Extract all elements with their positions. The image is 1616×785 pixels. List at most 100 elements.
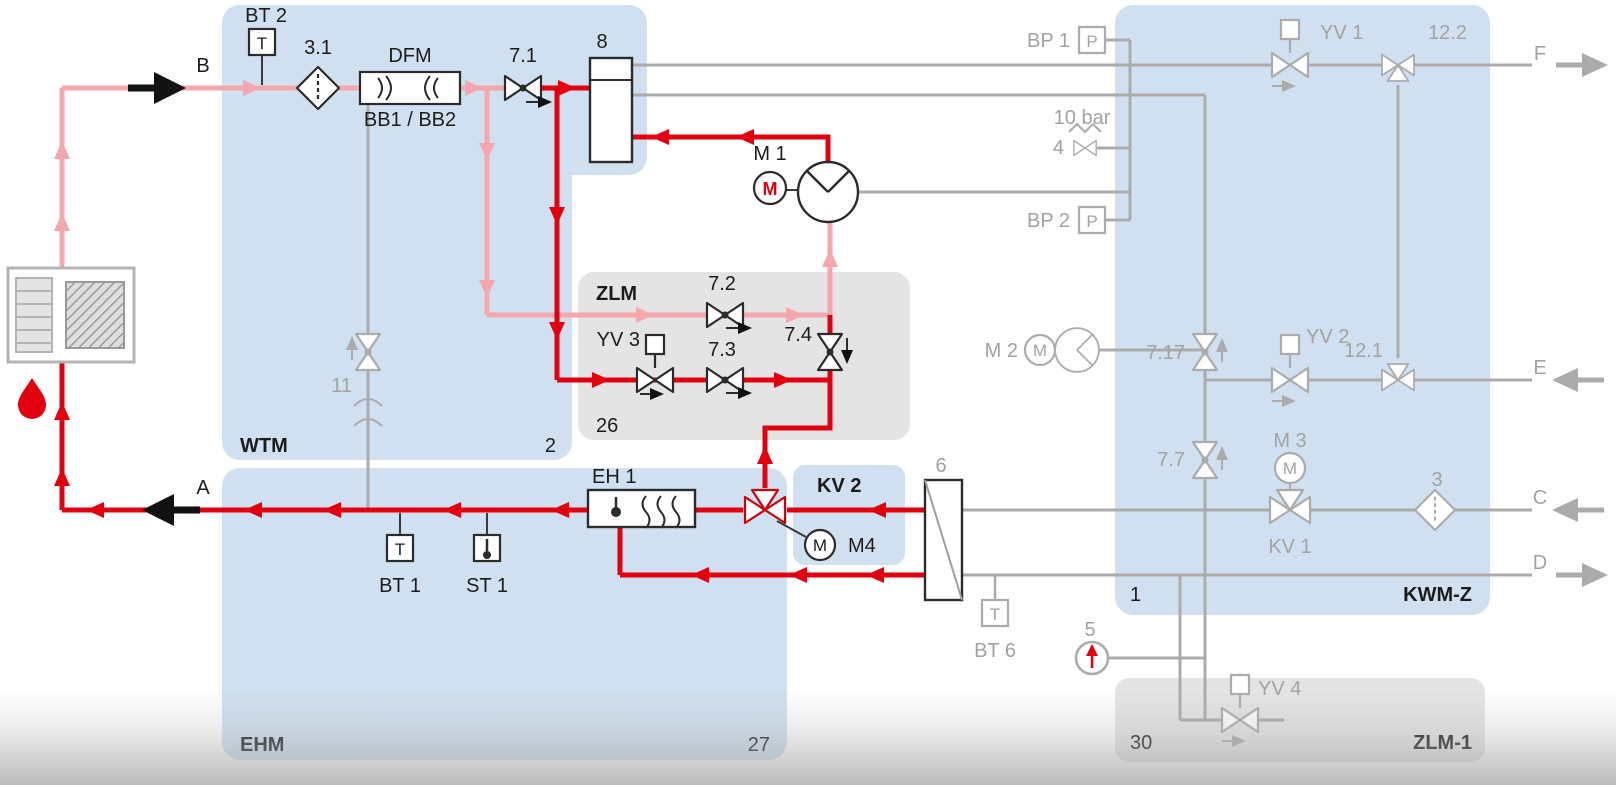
label-bp2: BP 2 <box>1027 210 1070 232</box>
mini-arrow-icon <box>841 338 853 364</box>
label-module-zlm1: ZLM-1 <box>1413 732 1472 754</box>
flow-arrow-icon <box>691 567 709 583</box>
flow-arrow-icon <box>549 207 565 225</box>
label-st1: ST 1 <box>466 575 508 597</box>
flex-hose-icon <box>353 398 383 427</box>
port-a-arrow-icon <box>142 494 200 526</box>
label-valve-11: 11 <box>331 375 352 397</box>
mini-arrow-icon <box>1216 446 1228 470</box>
label-filter-31: 3.1 <box>304 37 332 59</box>
flow-arrow-icon <box>323 502 341 518</box>
flow-arrow-icon <box>651 129 669 145</box>
label-yv4: YV 4 <box>1258 678 1301 700</box>
label-port-a: A <box>196 477 210 499</box>
mini-direction-arrows <box>346 80 1296 747</box>
label-module-ehm-num: 27 <box>748 734 770 756</box>
mini-arrow-icon <box>640 388 664 400</box>
port-b-arrow-icon <box>128 72 186 104</box>
label-valve-7-4: 7.4 <box>784 324 812 346</box>
motor-m1-icon <box>752 170 788 206</box>
label-bt1: BT 1 <box>379 575 421 597</box>
pump-m2-icon <box>1054 327 1100 373</box>
glyph-t-bt2: T <box>257 34 267 53</box>
label-m4: M4 <box>848 535 876 557</box>
flow-arrow-icon <box>822 249 838 267</box>
flow-arrow-icon <box>868 502 886 518</box>
label-yv2: YV 2 <box>1306 326 1349 348</box>
flow-arrow-icon <box>86 502 104 518</box>
label-bt6: BT 6 <box>974 640 1016 662</box>
mini-arrow-icon <box>726 322 752 334</box>
flow-arrow-icon <box>443 502 461 518</box>
label-port-c: C <box>1533 487 1547 509</box>
flow-arrows <box>54 53 1608 587</box>
label-m2: M 2 <box>985 340 1018 362</box>
label-module-zlm-num: 26 <box>596 415 618 437</box>
gauge-5-icon <box>1074 640 1110 676</box>
label-10bar: 10 bar <box>1054 107 1111 129</box>
glyph-m-m1: M <box>763 179 778 199</box>
flow-arrow-icon <box>54 468 70 486</box>
label-eh1: EH 1 <box>592 466 636 488</box>
mini-arrow-icon <box>1272 395 1296 407</box>
label-bp1: BP 1 <box>1027 30 1070 52</box>
label-m1: M 1 <box>753 143 786 165</box>
heater-eh1-icon <box>586 488 697 529</box>
flow-arrow-icon <box>54 141 70 159</box>
mini-arrow-icon <box>1272 80 1296 92</box>
label-port-e: E <box>1533 357 1546 379</box>
label-gauge-5: 5 <box>1084 619 1095 641</box>
label-dfm-sub: BB1 / BB2 <box>364 109 456 131</box>
flow-arrow-icon <box>465 80 483 96</box>
label-module-zlm: ZLM <box>596 283 637 305</box>
label-kv1: KV 1 <box>1268 536 1311 558</box>
test-device-icon <box>6 266 136 364</box>
flow-meter-dfm-icon <box>358 70 462 106</box>
label-module-wtm: WTM <box>240 435 288 457</box>
flow-arrow-icon <box>244 502 262 518</box>
module-kwmz-box <box>1115 5 1490 615</box>
flow-arrow-icon <box>479 280 495 298</box>
label-module-ehm: EHM <box>240 734 284 756</box>
port-c-arrow-icon <box>1552 498 1604 522</box>
flow-arrow-icon <box>479 143 495 161</box>
motor-m2-icon <box>1023 333 1057 367</box>
mini-arrow-icon <box>1216 338 1228 362</box>
label-filter-3: 3 <box>1431 469 1442 491</box>
mini-arrow-icon <box>526 96 552 108</box>
label-m3: M 3 <box>1273 430 1306 452</box>
glyph-t-bt6: T <box>990 605 1000 624</box>
label-yv1: YV 1 <box>1320 22 1363 44</box>
heat-exchanger-6-icon <box>923 478 964 602</box>
label-dfm: DFM <box>388 45 431 67</box>
glyph-p-bp1: P <box>1086 32 1097 51</box>
glyph-t-bt1: T <box>395 540 405 559</box>
flow-arrow-icon <box>54 213 70 231</box>
glyph-p-bp2: P <box>1086 212 1097 231</box>
label-port-d: D <box>1533 552 1547 574</box>
pipe <box>632 134 831 162</box>
glyph-m-m3: M <box>1283 459 1297 478</box>
valve-dots <box>364 84 1209 464</box>
stub <box>776 520 807 538</box>
glyph-m-m4: M <box>813 536 827 555</box>
flow-arrow-icon <box>636 307 654 323</box>
label-module-wtm-num: 2 <box>545 435 556 457</box>
vessel-8-icon <box>588 56 634 164</box>
label-vessel-8: 8 <box>596 31 607 53</box>
flow-arrow-icon <box>774 372 792 388</box>
pump-m1-icon <box>796 160 860 224</box>
flow-arrow-icon <box>549 322 565 340</box>
label-valve-7-7: 7.7 <box>1157 449 1185 471</box>
port-e-arrow-icon <box>1552 368 1604 392</box>
label-module-kwmz: KWM-Z <box>1403 584 1472 606</box>
port-d-arrow-icon <box>1556 563 1608 587</box>
label-valve-7-2: 7.2 <box>708 273 736 295</box>
label-12-1: 12.1 <box>1344 340 1383 362</box>
droplet-icon <box>18 378 46 419</box>
label-module-zlm1-num: 30 <box>1130 732 1152 754</box>
flow-arrow-icon <box>757 446 773 464</box>
safety-valve-4-icon <box>1068 122 1102 157</box>
flow-arrow-icon <box>243 80 261 96</box>
